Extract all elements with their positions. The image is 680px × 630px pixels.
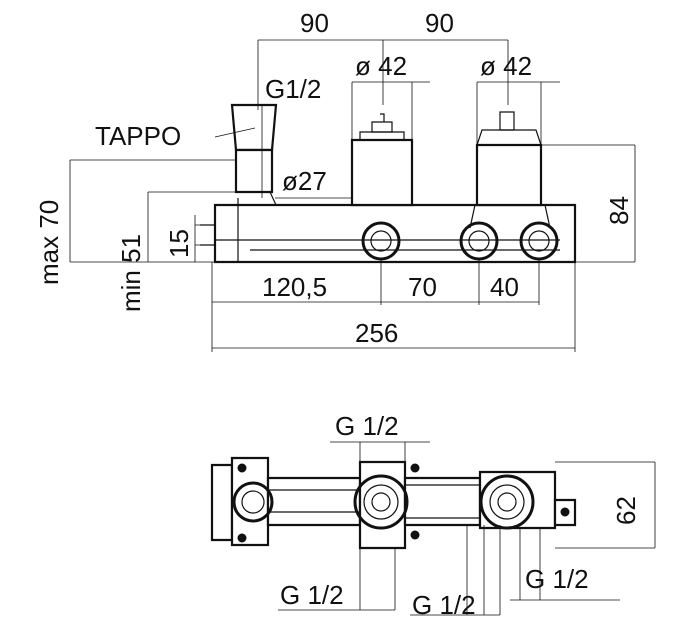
thread-bottom-1: G 1/2 [280, 580, 344, 610]
dim-bottom: 120,5 70 40 256 [211, 260, 576, 352]
dim-90-left: 90 [300, 8, 329, 38]
thread-bottom-3: G 1/2 [525, 564, 589, 594]
mounting-screws [237, 463, 570, 543]
dim-max-70: max 70 [34, 200, 64, 285]
tappo-label: TAPPO [95, 121, 181, 151]
dia-27: ø27 [282, 166, 327, 196]
dim-256: 256 [355, 318, 398, 348]
thread-label-g12: G1/2 [265, 74, 321, 104]
dim-40: 40 [490, 272, 519, 302]
dim-top: 90 90 [257, 8, 509, 110]
top-body [210, 456, 577, 550]
top-port-left [232, 481, 274, 523]
front-body [200, 103, 577, 264]
thread-bottom-2: G 1/2 [412, 590, 476, 620]
dia-42-right: ø 42 [480, 51, 532, 81]
dim-62: 62 [611, 496, 641, 525]
dim-left: max 70 min 51 15 [34, 159, 236, 312]
front-port-1 [361, 221, 401, 261]
dim-diameters: ø 42 ø 42 ø27 [275, 51, 560, 199]
front-port-3 [519, 221, 559, 261]
dim-120-5: 120,5 [262, 272, 327, 302]
dim-90-right: 90 [425, 8, 454, 38]
dim-top-view: G 1/2 62 G 1/2 G 1/2 G 1/2 [278, 411, 656, 620]
dia-42-left: ø 42 [355, 51, 407, 81]
top-port-center [353, 474, 409, 530]
top-view: G 1/2 62 G 1/2 G 1/2 G 1/2 [210, 411, 656, 620]
dim-15: 15 [164, 229, 194, 258]
front-port-2 [459, 221, 499, 261]
front-labels: G1/2 TAPPO [95, 74, 321, 198]
thread-top: G 1/2 [335, 411, 399, 441]
dim-70: 70 [408, 272, 437, 302]
dim-84: 84 [604, 196, 634, 225]
top-port-right [479, 474, 535, 530]
front-view: 90 90 ø 42 ø 42 ø27 G1/2 TAPPO max 70 mi… [34, 8, 636, 352]
dim-right: 84 [541, 144, 636, 263]
dim-min-51: min 51 [116, 234, 146, 312]
